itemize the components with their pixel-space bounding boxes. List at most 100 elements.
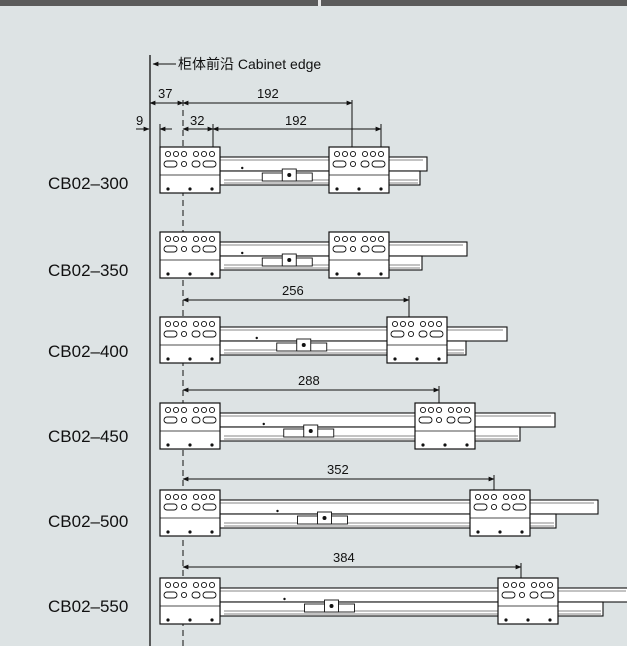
slide-dot — [241, 251, 244, 255]
bracket-pin — [379, 187, 383, 191]
bracket-pin — [548, 618, 552, 622]
bracket-hole — [341, 150, 349, 158]
bracket-hole — [172, 406, 180, 414]
front-bracket — [159, 489, 221, 537]
bracket-hole — [180, 235, 188, 243]
bracket-slot — [418, 416, 433, 424]
dim-9-label: 9 — [136, 113, 143, 128]
cabinet-edge-label: 柜体前沿 Cabinet edge — [178, 56, 321, 72]
bracket-pin — [421, 443, 425, 447]
bracket-pin — [335, 272, 339, 276]
dim-256-label: 256 — [282, 283, 304, 298]
bracket-hole — [164, 235, 172, 243]
top-dimensions: 37 192 9 32 192 — [136, 86, 382, 150]
bracket-hole — [208, 150, 216, 158]
bracket-pin — [498, 530, 502, 534]
bracket-slot — [473, 503, 488, 511]
bracket-pin — [476, 530, 480, 534]
bracket-hole — [333, 235, 341, 243]
bracket-pin — [520, 530, 524, 534]
model-label-500: CB02–500 — [48, 512, 128, 531]
bracket-hole — [180, 160, 188, 168]
bracket-hole — [180, 493, 188, 501]
bracket-hole — [427, 320, 435, 328]
bracket-hole — [164, 406, 172, 414]
bracket-hole — [490, 493, 498, 501]
bracket-slot — [457, 416, 472, 424]
bracket-hole — [192, 581, 200, 589]
bracket-hole — [518, 493, 526, 501]
bracket-pin — [166, 357, 170, 361]
bracket-hole — [172, 235, 180, 243]
bracket-pin — [188, 357, 192, 361]
slide-row-2 — [159, 316, 508, 364]
slide-dot — [241, 166, 244, 170]
bracket-pin — [393, 357, 397, 361]
bracket-hole — [349, 150, 357, 158]
bracket-hole — [538, 581, 546, 589]
slide-dot — [255, 336, 258, 340]
bracket-pin — [210, 530, 214, 534]
bracket-hole — [435, 320, 443, 328]
bracket-hole — [435, 406, 443, 414]
rear-bracket — [386, 316, 448, 364]
slide-row-1 — [159, 231, 468, 279]
bracket-slot — [191, 591, 201, 599]
bracket-slot — [360, 160, 370, 168]
bracket-slot — [501, 503, 511, 511]
rear-bracket — [414, 402, 476, 450]
bracket-pin — [526, 618, 530, 622]
bracket-slot — [429, 330, 444, 338]
bracket-pin — [379, 272, 383, 276]
bracket-hole — [349, 245, 357, 253]
bracket-hole — [180, 591, 188, 599]
bracket-slot — [446, 416, 456, 424]
bracket-pin — [166, 272, 170, 276]
bracket-slot — [202, 591, 217, 599]
bracket-slot — [332, 245, 347, 253]
rear-bracket — [469, 489, 531, 537]
bracket-hole — [518, 581, 526, 589]
bracket-hole — [180, 320, 188, 328]
bracket-hole — [200, 581, 208, 589]
model-label-400: CB02–400 — [48, 342, 128, 361]
bracket-hole — [530, 581, 538, 589]
bracket-pin — [166, 618, 170, 622]
bracket-hole — [192, 320, 200, 328]
slide-dot — [276, 509, 279, 513]
bracket-slot — [163, 160, 178, 168]
slide-body — [219, 156, 428, 172]
bracket-hole — [361, 235, 369, 243]
bracket-pin — [437, 357, 441, 361]
slide-dot — [262, 422, 265, 426]
bracket-hole — [502, 581, 510, 589]
bracket-hole — [463, 406, 471, 414]
bracket-hole — [172, 493, 180, 501]
top-bar-notch — [318, 0, 321, 6]
bracket-hole — [369, 235, 377, 243]
slide-row-3 — [159, 402, 556, 450]
bracket-slot — [418, 330, 428, 338]
dim-352-label: 352 — [327, 462, 349, 477]
slide-drawings — [159, 146, 627, 625]
bracket-hole — [407, 330, 415, 338]
bracket-hole — [447, 406, 455, 414]
bracket-slot — [371, 160, 386, 168]
bracket-pin — [357, 272, 361, 276]
bracket-hole — [180, 245, 188, 253]
bracket-pin — [210, 272, 214, 276]
slide-body — [219, 412, 556, 428]
bracket-slot — [332, 160, 347, 168]
rear-bracket — [497, 577, 559, 625]
model-label-550: CB02–550 — [48, 597, 128, 616]
bracket-slot — [191, 416, 201, 424]
slide-body — [219, 499, 599, 515]
bracket-slot — [512, 503, 527, 511]
dim-384-label: 384 — [333, 550, 355, 565]
bracket-slot — [191, 160, 201, 168]
bracket-hole — [192, 235, 200, 243]
bracket-slot — [529, 591, 539, 599]
dim-37-label: 37 — [158, 86, 172, 101]
front-bracket — [159, 231, 221, 279]
bracket-slot — [371, 245, 386, 253]
